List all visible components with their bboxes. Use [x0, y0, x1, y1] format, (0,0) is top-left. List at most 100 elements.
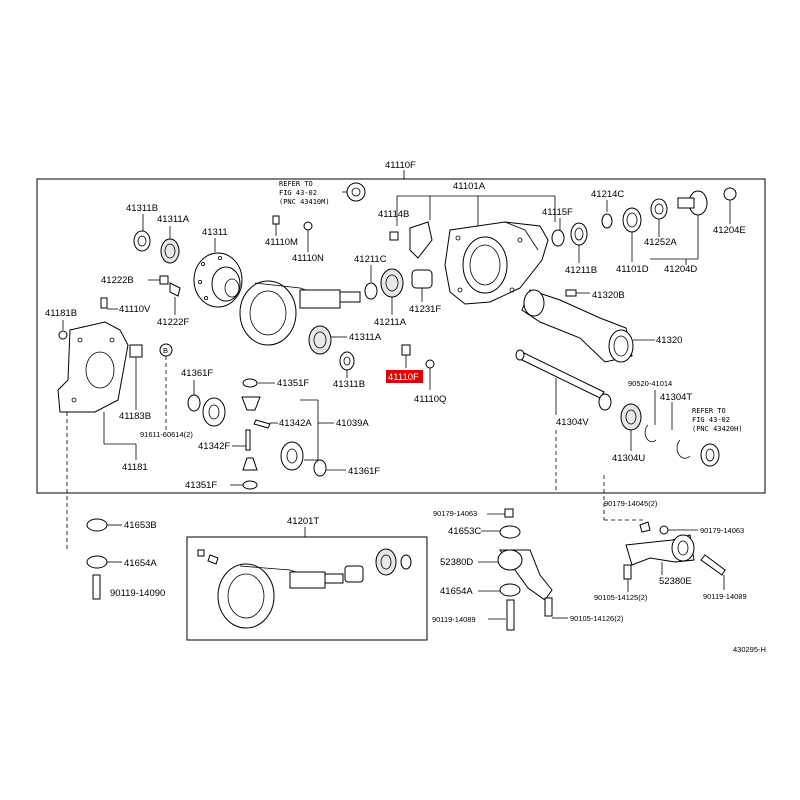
label-41361F-bot[interactable]: 41361F	[348, 466, 380, 477]
label-90179-14063-b[interactable]: 90179-14063	[700, 526, 744, 535]
label-41311A-top[interactable]: 41311A	[157, 214, 190, 225]
bolt-41110F[interactable]	[401, 344, 411, 356]
label-41361F-top[interactable]: 41361F	[181, 368, 213, 379]
label-41110M[interactable]: 41110M	[265, 237, 298, 248]
race-kit[interactable]	[400, 554, 412, 570]
label-41311A-mid[interactable]: 41311A	[349, 332, 382, 343]
bracket-52380E[interactable]	[625, 534, 695, 566]
label-90105-14125[interactable]: 90105-14125(2)	[594, 593, 648, 602]
bolt-90105-14125[interactable]	[623, 564, 632, 580]
bolt-90119-14089-b[interactable]	[700, 554, 726, 576]
nut-90179-14063-a[interactable]	[504, 508, 514, 518]
label-41110N[interactable]: 41110N	[292, 253, 324, 264]
label-90119-14090[interactable]: 90119-14090	[110, 588, 165, 599]
hub-refer-right[interactable]	[700, 443, 720, 467]
label-41320[interactable]: 41320	[656, 335, 682, 346]
axle-tube-41320[interactable]	[521, 289, 634, 363]
pinion-gear-top[interactable]	[241, 396, 261, 411]
label-41039A[interactable]: 41039A	[336, 418, 369, 429]
bearing-kit[interactable]	[375, 548, 397, 576]
shim-41214C[interactable]	[601, 213, 613, 229]
ring-gear-kit[interactable]	[217, 563, 344, 629]
label-41214C[interactable]: 41214C	[591, 189, 624, 200]
label-41181B[interactable]: 41181B	[45, 308, 77, 319]
label-90105-14126[interactable]: 90105-14126(2)	[570, 614, 624, 623]
spacer-41231F[interactable]	[411, 269, 433, 289]
label-90179-14045[interactable]: 90179-14045(2)	[604, 499, 658, 508]
bolt-kit-a[interactable]	[197, 549, 205, 557]
differential-case-41311[interactable]	[193, 252, 243, 308]
label-41110Q[interactable]: 41110Q	[414, 394, 446, 405]
label-41211C[interactable]: 41211C	[354, 254, 387, 265]
seal-41252A[interactable]	[650, 198, 668, 220]
side-gear-left[interactable]	[202, 397, 226, 427]
bolt-41181B[interactable]	[58, 330, 68, 340]
nut-90179-14063-b[interactable]	[659, 525, 669, 535]
label-41204E[interactable]: 41204E	[713, 225, 746, 236]
bolt-41110M[interactable]	[272, 215, 280, 225]
washer-41361F-top[interactable]	[187, 394, 201, 412]
label-91611[interactable]: 91611-60614(2)	[140, 430, 193, 439]
nut-41110N[interactable]	[303, 221, 313, 231]
label-41110F-highlight[interactable]: 41110F	[388, 372, 419, 383]
label-41304U[interactable]: 41304U	[612, 453, 645, 464]
cushion-41653C[interactable]	[499, 525, 521, 539]
label-41654A-left[interactable]: 41654A	[124, 558, 157, 569]
label-52380E[interactable]: 52380E	[659, 576, 692, 587]
label-41342F[interactable]: 41342F	[198, 441, 230, 452]
label-41351F-top[interactable]: 41351F	[277, 378, 309, 389]
label-41252A[interactable]: 41252A	[644, 237, 677, 248]
bearing-41211A[interactable]	[380, 268, 404, 298]
label-41204D[interactable]: 41204D	[664, 264, 697, 275]
label-41222F[interactable]: 41222F	[157, 317, 189, 328]
shaft-41342F[interactable]	[245, 429, 251, 451]
washer-41351F-top[interactable]	[242, 378, 258, 388]
pinion-gear-bottom[interactable]	[242, 457, 258, 471]
label-90119-14089-b[interactable]: 90119-14089	[703, 592, 747, 601]
differential-carrier-41101A[interactable]	[444, 221, 549, 305]
label-41201T[interactable]: 41201T	[287, 516, 319, 527]
plug-41222B[interactable]	[159, 275, 169, 285]
washer-41351F-bot[interactable]	[242, 480, 258, 490]
bearing-41311A-top[interactable]	[160, 238, 180, 264]
bolt-kit-b[interactable]	[207, 554, 219, 565]
nut-90179-14045[interactable]	[639, 521, 651, 533]
bearing-41304U[interactable]	[620, 403, 642, 431]
snap-ring-41304T[interactable]	[644, 424, 657, 443]
bolt-90119-14090[interactable]	[92, 574, 101, 600]
label-41653B[interactable]: 41653B	[124, 520, 157, 531]
spacer-41211C[interactable]	[364, 282, 378, 300]
label-41211B[interactable]: 41211B	[565, 265, 597, 276]
highlight-41110F[interactable]	[386, 370, 423, 383]
gasket-41183B[interactable]	[129, 344, 143, 358]
label-41304T[interactable]: 41304T	[660, 392, 692, 403]
bearing-cap-41114B[interactable]	[409, 221, 433, 259]
label-41311B-top[interactable]: 41311B	[126, 203, 158, 214]
bearing-41101D[interactable]	[622, 207, 642, 233]
spacer-kit[interactable]	[344, 565, 364, 583]
label-41114B[interactable]: 41114B	[378, 209, 409, 220]
cover-41181[interactable]	[57, 321, 129, 413]
label-41115F[interactable]: 41115F	[542, 207, 573, 218]
cushion-41653B[interactable]	[86, 518, 108, 532]
label-41653C[interactable]: 41653C	[448, 526, 481, 537]
label-41311[interactable]: 41311	[202, 227, 228, 238]
bolt-90119-14089-a[interactable]	[506, 599, 515, 631]
bearing-41211B[interactable]	[570, 222, 588, 246]
side-gear-right[interactable]	[280, 441, 304, 471]
snap-ring-90520[interactable]	[676, 439, 691, 459]
bolt-41320B[interactable]	[565, 289, 577, 297]
label-41654A-mid[interactable]: 41654A	[440, 586, 473, 597]
bearing-race-41311B[interactable]	[133, 230, 151, 252]
label-41101A[interactable]: 41101A	[453, 181, 486, 192]
label-90520[interactable]: 90520-41014	[628, 379, 672, 388]
label-41231F[interactable]: 41231F	[409, 304, 441, 315]
bolt-41222F[interactable]	[169, 282, 181, 297]
label-41110V[interactable]: 41110V	[119, 304, 151, 315]
label-41311B-mid[interactable]: 41311B	[333, 379, 365, 390]
washer-41110Q[interactable]	[425, 359, 435, 369]
pin-41342A[interactable]	[253, 419, 271, 429]
bolt-90105-14126[interactable]	[544, 597, 553, 617]
label-main-assembly[interactable]: 41110F	[385, 160, 416, 171]
seal-part-refer[interactable]	[346, 182, 366, 202]
